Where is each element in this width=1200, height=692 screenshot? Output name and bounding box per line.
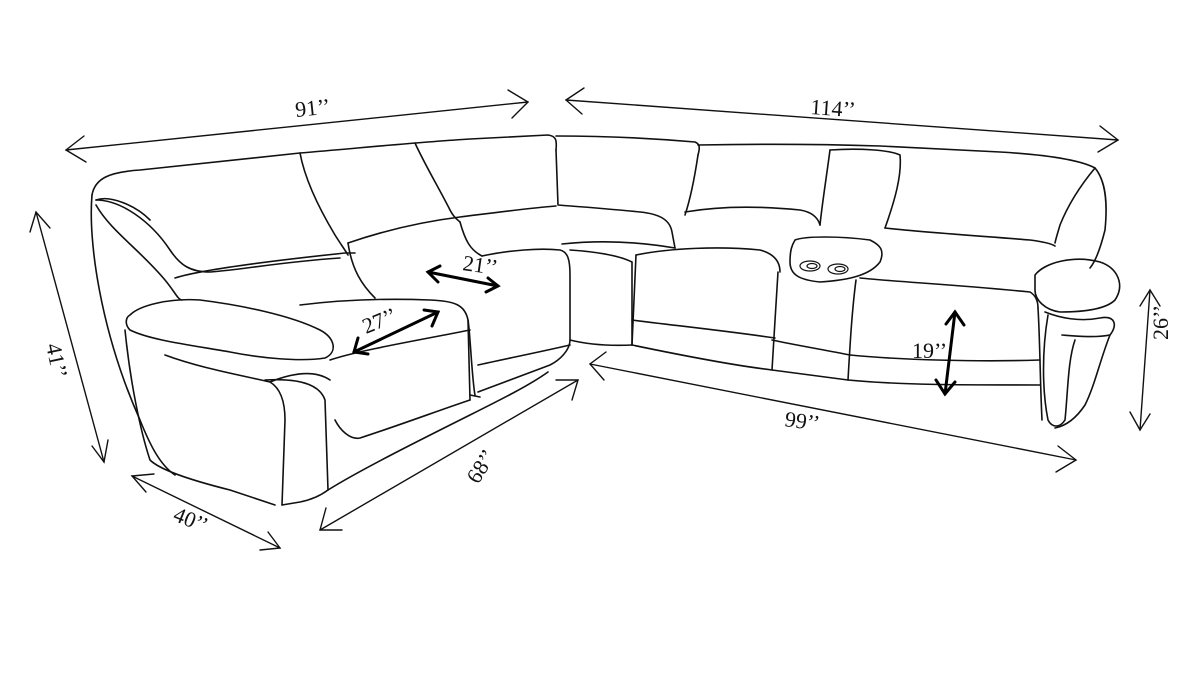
- arrow-height: [29, 210, 109, 464]
- label-front-right: 99’’: [783, 406, 821, 436]
- arrow-arm-height: [1129, 288, 1161, 432]
- label-arm-height: 26’’: [1148, 305, 1173, 340]
- label-front-left: 68’’: [461, 445, 501, 488]
- arrow-front-left: [319, 379, 579, 531]
- arrow-back-right: [564, 87, 1120, 153]
- label-seat-height: 19’’: [912, 338, 947, 363]
- label-height: 41’’: [41, 341, 73, 380]
- label-seat-width: 21’’: [461, 250, 499, 280]
- arrow-depth: [130, 473, 282, 551]
- sofa-illustration: [90, 134, 1121, 506]
- dimension-arrows: [29, 87, 1161, 551]
- arrow-seat-depth: [352, 308, 441, 356]
- dimension-labels: 91’’ 114’’ 41’’ 40’’ 68’’ 99’’ 26’’ 19’’…: [41, 93, 1173, 537]
- arrow-back-left: [64, 89, 530, 163]
- label-back-right: 114’’: [810, 94, 857, 122]
- label-back-left: 91’’: [294, 93, 331, 122]
- arrow-seat-height: [934, 309, 966, 397]
- arrow-seat-width: [425, 264, 501, 294]
- label-depth: 40’’: [170, 501, 212, 537]
- arrow-front-right: [588, 351, 1078, 473]
